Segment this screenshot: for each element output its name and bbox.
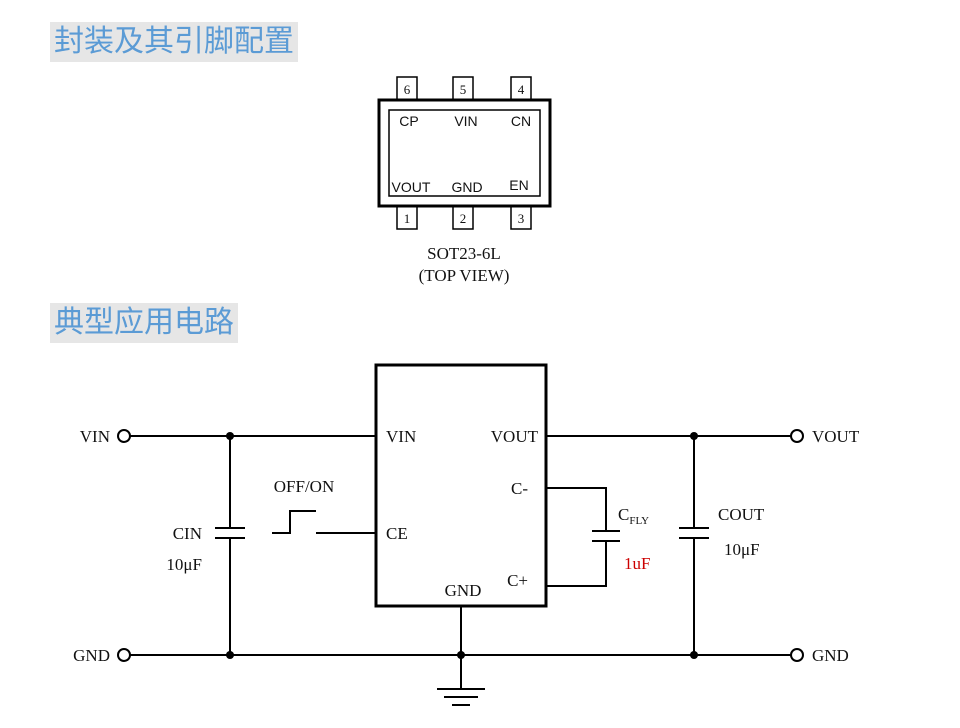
ic-pin-gnd: GND — [445, 581, 482, 600]
gnd-left-label: GND — [73, 646, 110, 665]
cout-name: COUT — [718, 505, 765, 524]
pin-3-label: EN — [509, 177, 528, 193]
junction-dot-gnd-ic — [457, 651, 465, 659]
cfly-wire-bottom — [546, 541, 607, 587]
pin-5-label: VIN — [454, 113, 477, 129]
pin-2-label: GND — [451, 179, 482, 195]
cin-name: CIN — [173, 524, 202, 543]
pin-6-label: CP — [399, 113, 418, 129]
package-body — [377, 98, 552, 208]
junction-dot-gnd-cout — [690, 651, 698, 659]
vout-terminal-label: VOUT — [812, 427, 860, 446]
pin-6-number: 6 — [404, 82, 411, 97]
cout-value: 10μF — [724, 540, 760, 559]
junction-dot-vin-cin — [226, 432, 234, 440]
package-view: (TOP VIEW) — [419, 266, 510, 285]
circuit-section-heading: 典型应用电路 — [50, 303, 238, 343]
ic-pin-ce: CE — [386, 524, 408, 543]
ic-pin-vin: VIN — [386, 427, 416, 446]
gnd-right-terminal — [790, 648, 804, 662]
package-name: SOT23-6L — [427, 244, 501, 263]
junction-dot-gnd-cin — [226, 651, 234, 659]
pin-4-number: 4 — [518, 82, 525, 97]
vout-terminal — [790, 429, 804, 443]
gnd-right-label: GND — [812, 646, 849, 665]
pin-2-number: 2 — [460, 211, 467, 226]
pin-4-label: CN — [511, 113, 531, 129]
gnd-left-terminal — [117, 648, 131, 662]
cfly-name-subscript: FLY — [629, 515, 649, 527]
ic-pin-cminus: C- — [511, 479, 528, 498]
cfly-value: 1uF — [624, 554, 650, 573]
cfly-name-main: C — [618, 505, 629, 524]
vin-terminal-label: VIN — [80, 427, 110, 446]
cfly-wire-top — [546, 487, 607, 531]
package-body-inner — [388, 109, 541, 197]
cin-value: 10μF — [166, 555, 202, 574]
junction-dot-vout-cout — [690, 432, 698, 440]
switch-label: OFF/ON — [274, 477, 334, 496]
package-pinout: 6 5 4 1 2 3 CP VIN CN VOUT GND EN SOT23-… — [377, 76, 552, 285]
ic-pin-cplus: C+ — [507, 571, 528, 590]
package-section-heading: 封装及其引脚配置 — [50, 22, 298, 62]
pin-1-number: 1 — [404, 211, 411, 226]
pin-1-label: VOUT — [392, 179, 431, 195]
pin-3-number: 3 — [518, 211, 525, 226]
ce-switch-symbol — [272, 510, 316, 534]
vin-terminal — [117, 429, 131, 443]
ic-pin-vout: VOUT — [491, 427, 539, 446]
pin-5-number: 5 — [460, 82, 467, 97]
cfly-name: CFLY — [618, 505, 649, 527]
